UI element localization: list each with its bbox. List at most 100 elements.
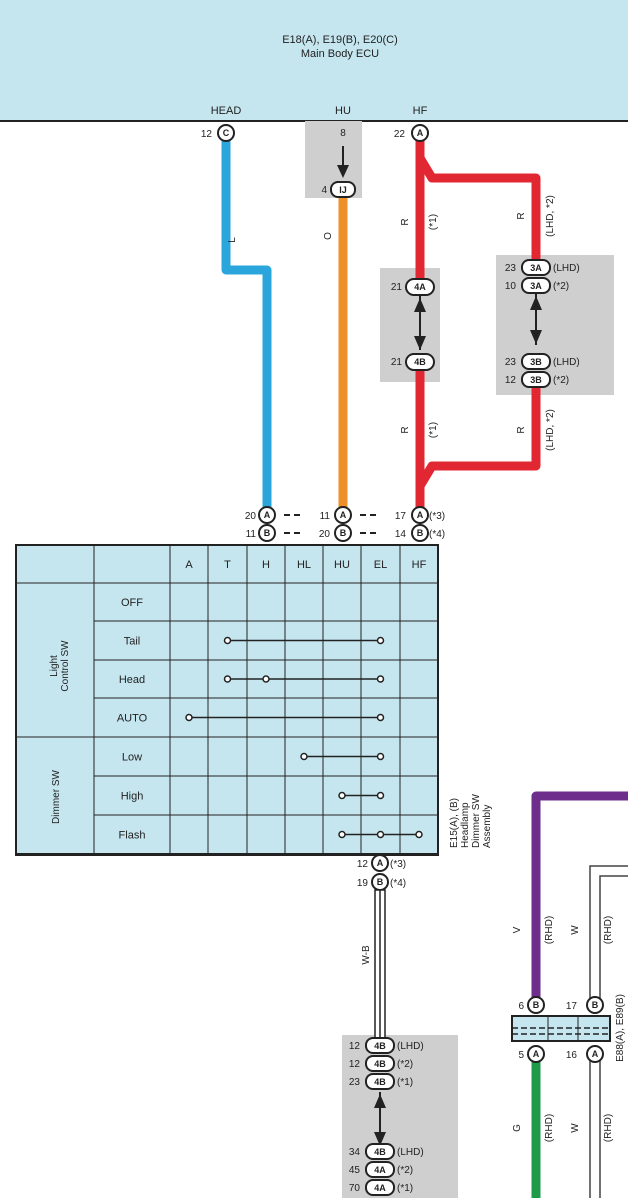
column-header-hf: HF: [412, 559, 427, 571]
ecu-subtitle: Main Body ECU: [301, 48, 379, 60]
pin-3b: 3B: [521, 371, 551, 388]
svg-text:3B: 3B: [530, 357, 542, 367]
relay-junction: [511, 1015, 611, 1042]
svg-text:B: B: [417, 528, 424, 538]
contact-point: [223, 636, 232, 645]
contact-point: [185, 713, 193, 722]
label-wire-r1: R: [400, 218, 411, 225]
label-wire-g: G: [512, 1124, 523, 1132]
row-label-high: High: [121, 791, 144, 803]
pin-3a: 3A: [521, 259, 551, 276]
label-wire-r2: R: [516, 212, 527, 219]
contact-point: [415, 830, 423, 839]
pin-note: (*2): [553, 281, 569, 292]
pin-num: 21: [391, 357, 403, 368]
label-lhd2-b: (LHD, *2): [545, 409, 556, 451]
svg-text:A: A: [592, 1049, 599, 1059]
contact-point: [376, 675, 385, 683]
svg-text:B: B: [264, 528, 271, 538]
pin-num: 45: [349, 1165, 361, 1176]
group-dimmer-label: Dimmer SW: [51, 770, 62, 824]
pin-num: 34: [349, 1147, 361, 1158]
pin-note: (*2): [397, 1165, 413, 1176]
arrow-4b-down: [414, 336, 426, 350]
pin-num: 12: [349, 1041, 361, 1052]
arrow-junction-up: [374, 1094, 386, 1108]
pin-num: 17: [566, 1001, 578, 1012]
svg-text:A: A: [340, 510, 347, 520]
group-light-label: LightControl SW: [49, 640, 71, 692]
svg-text:A: A: [417, 510, 424, 520]
svg-text:3A: 3A: [530, 281, 542, 291]
pin-note: (LHD): [397, 1041, 424, 1052]
svg-text:11: 11: [320, 511, 331, 522]
pin-a: A: [371, 854, 389, 872]
pin-c: C: [217, 124, 235, 142]
svg-text:3A: 3A: [530, 263, 542, 273]
svg-text:B: B: [592, 1000, 599, 1010]
svg-text:(*4): (*4): [429, 529, 445, 540]
pin-num: 19: [357, 878, 369, 889]
assembly-name: E15(A), (B)HeadlampDimmer SWAssembly: [449, 794, 493, 848]
label-note1-b: (*1): [428, 422, 439, 438]
pin-4b: 4B: [405, 353, 435, 371]
terminal-head: HEAD: [211, 105, 242, 117]
svg-text:A: A: [417, 128, 424, 138]
pin-num: 12: [201, 129, 213, 140]
row-label-off: OFF: [121, 597, 143, 609]
label-rhd-2: (RHD): [603, 916, 614, 944]
svg-text:4B: 4B: [374, 1041, 386, 1051]
wire-w-lower: [589, 1052, 601, 1198]
label-wire-o: O: [323, 232, 334, 240]
label-wire-r4: R: [516, 426, 527, 433]
svg-text:20: 20: [245, 511, 257, 522]
label-wire-r3: R: [400, 426, 411, 433]
pin-4b: 4B: [365, 1143, 395, 1160]
relay-name: E88(A), E89(B): [615, 994, 626, 1062]
pin-4a: 4A: [405, 278, 435, 296]
column-header-el: EL: [374, 559, 387, 571]
contact-point: [376, 752, 385, 761]
switch-top-pins: 20 A 11 B 11 A 20 B 17 A (*3) 14 B (*4): [245, 506, 445, 542]
contact-point: [376, 830, 385, 839]
pin-ij: IJ: [330, 181, 356, 198]
label-note1-a: (*1): [428, 214, 439, 230]
svg-text:4B: 4B: [374, 1147, 386, 1157]
svg-text:4B: 4B: [414, 357, 426, 367]
pin-num: 12: [505, 375, 517, 386]
terminal-hu: HU: [335, 105, 351, 117]
pin-num: 16: [566, 1050, 578, 1061]
label-wire-w2: W: [570, 1123, 581, 1133]
arrow-hu: [337, 165, 349, 178]
pin-num: 23: [505, 263, 517, 274]
label-rhd-1: (RHD): [544, 916, 555, 944]
pin-num: 12: [357, 859, 369, 870]
label-lhd2-a: (LHD, *2): [545, 195, 556, 237]
svg-text:4B: 4B: [374, 1059, 386, 1069]
wire-r-branch-top: [416, 155, 541, 260]
svg-text:4A: 4A: [374, 1183, 386, 1193]
pin-num: 23: [349, 1077, 361, 1088]
column-header-a: A: [185, 559, 193, 571]
svg-text:4A: 4A: [414, 282, 426, 292]
pin-num: 10: [505, 281, 517, 292]
connector-box-junction: [342, 1035, 458, 1198]
wire-l: [221, 140, 272, 507]
svg-text:C: C: [223, 128, 230, 138]
terminal-hf: HF: [413, 105, 428, 117]
pin-a: A: [411, 124, 429, 142]
pin-note: (LHD): [553, 263, 580, 274]
pin-3b: 3B: [521, 353, 551, 370]
pin-a: A: [527, 1045, 545, 1063]
pin-note: (*2): [553, 375, 569, 386]
pin-note: (LHD): [397, 1147, 424, 1158]
row-label-low: Low: [122, 752, 142, 764]
svg-text:14: 14: [395, 529, 407, 540]
pin-note: (*4): [390, 878, 406, 889]
svg-text:4B: 4B: [374, 1077, 386, 1087]
contact-point: [223, 675, 232, 683]
svg-text:B: B: [533, 1000, 540, 1010]
row-label-head: Head: [119, 674, 145, 686]
svg-text:A: A: [377, 858, 384, 868]
